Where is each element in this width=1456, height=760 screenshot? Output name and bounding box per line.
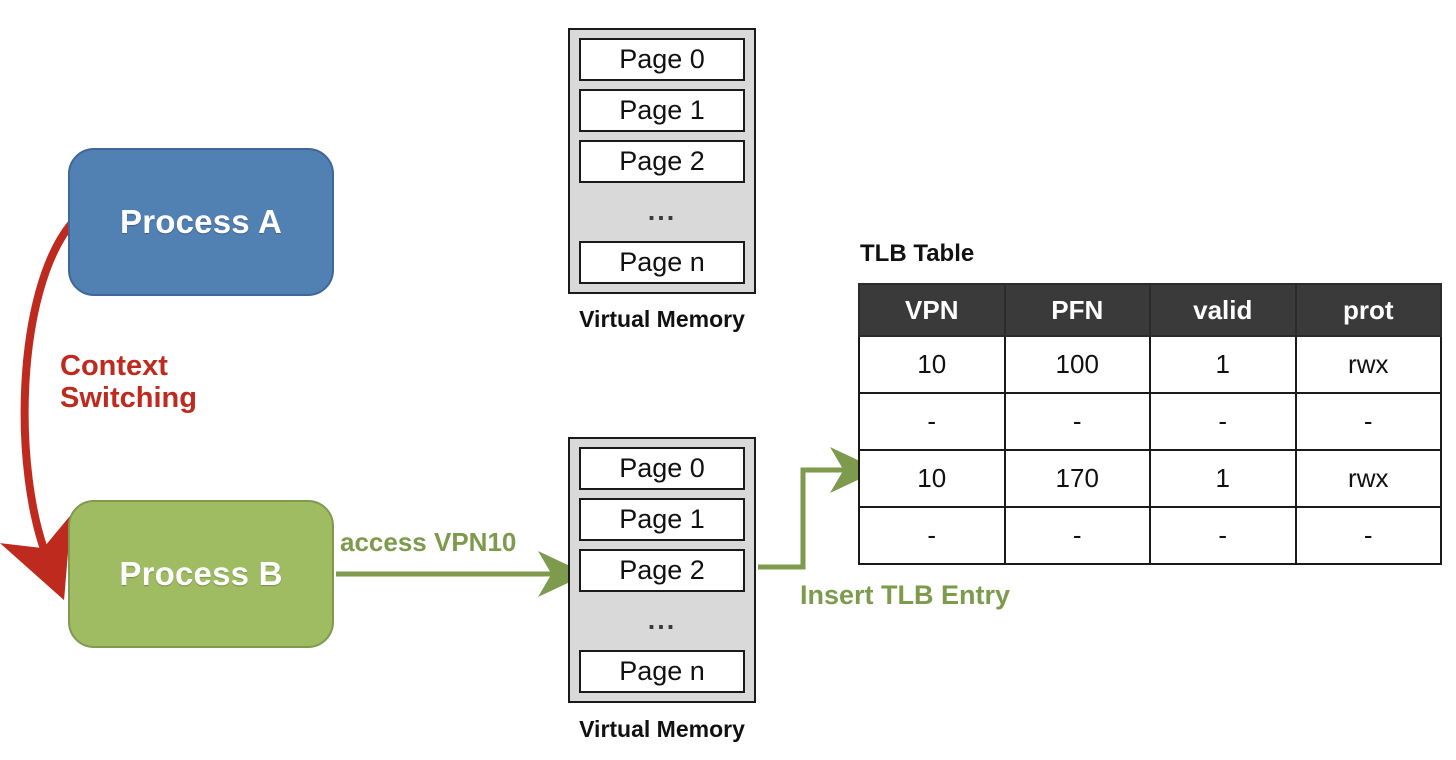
tlb-cell: - xyxy=(1149,506,1297,565)
tlb-table-title: TLB Table xyxy=(860,240,975,267)
tlb-cell: 1 xyxy=(1149,335,1297,394)
tlb-cell: - xyxy=(1003,506,1151,565)
tlb-header-row: VPN PFN valid prot xyxy=(858,283,1442,337)
page-cell-last: Page n xyxy=(579,650,745,693)
tlb-cell: 10 xyxy=(858,449,1006,508)
context-switching-line2: Switching xyxy=(60,382,197,415)
tlb-cell: - xyxy=(1149,392,1297,451)
tlb-cell: 1 xyxy=(1149,449,1297,508)
process-b-label: Process B xyxy=(119,555,283,592)
tlb-cell: - xyxy=(1294,392,1442,451)
tlb-cell: - xyxy=(858,506,1006,565)
tlb-cell: 100 xyxy=(1003,335,1151,394)
tlb-cell: 10 xyxy=(858,335,1006,394)
virtual-memory-caption-top: Virtual Memory xyxy=(579,306,745,332)
tlb-table: VPN PFN valid prot 10 100 1 rwx - - - - … xyxy=(858,283,1442,565)
tlb-cell: 170 xyxy=(1003,449,1151,508)
tlb-cell: rwx xyxy=(1294,335,1442,394)
virtual-memory-block-bottom: Page 0 Page 1 Page 2 ... Page n xyxy=(568,437,756,703)
tlb-cell: rwx xyxy=(1294,449,1442,508)
page-cell: Page 2 xyxy=(579,548,745,592)
context-switching-line1: Context xyxy=(60,350,168,382)
page-cell: Page 2 xyxy=(579,139,745,183)
page-cell-last: Page n xyxy=(579,241,745,284)
table-row: 10 170 1 rwx xyxy=(858,449,1442,508)
page-ellipsis: ... xyxy=(647,196,677,227)
insert-tlb-entry-label: Insert TLB Entry xyxy=(800,580,1011,610)
virtual-memory-block-top: Page 0 Page 1 Page 2 ... Page n xyxy=(568,28,756,294)
page-cell: Page 0 xyxy=(579,38,745,81)
process-a-label: Process A xyxy=(120,203,282,240)
tlb-column-header: PFN xyxy=(1003,283,1151,337)
process-b-box[interactable]: Process B xyxy=(68,500,334,648)
table-row: - - - - xyxy=(858,506,1442,565)
tlb-cell: - xyxy=(1294,506,1442,565)
tlb-cell: - xyxy=(1003,392,1151,451)
tlb-column-header: valid xyxy=(1149,283,1297,337)
virtual-memory-caption-bottom: Virtual Memory xyxy=(579,716,745,742)
page-cell: Page 1 xyxy=(579,88,745,132)
page-ellipsis: ... xyxy=(647,605,677,636)
tlb-column-header: VPN xyxy=(858,283,1006,337)
access-vpn-label: access VPN10 xyxy=(340,527,517,557)
context-switching-label: Context Switching xyxy=(60,350,270,415)
table-row: 10 100 1 rwx xyxy=(858,335,1442,394)
page-cell: Page 0 xyxy=(579,447,745,490)
table-row: - - - - xyxy=(858,392,1442,451)
tlb-column-header: prot xyxy=(1294,283,1442,337)
tlb-cell: - xyxy=(858,392,1006,451)
process-a-box[interactable]: Process A xyxy=(68,148,334,296)
page-cell: Page 1 xyxy=(579,497,745,541)
insert-tlb-arrow xyxy=(758,447,880,570)
